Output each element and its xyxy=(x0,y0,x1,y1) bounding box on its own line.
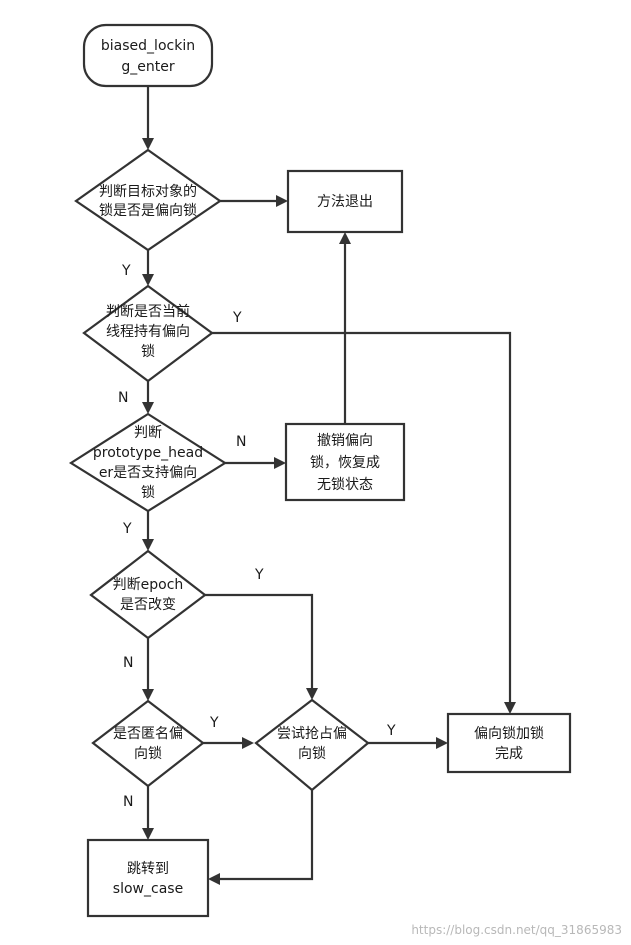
node-revoke-line-1: 撤销偏向 xyxy=(317,433,373,449)
edge-label-anonymous-y: Y xyxy=(209,715,219,731)
node-epoch-check-line-1: 判断epoch xyxy=(113,577,184,593)
arrowhead xyxy=(276,195,288,207)
node-anonymous-line-1: 是否匿名偏 xyxy=(113,726,183,742)
node-slow-case-line-2: slow_case xyxy=(113,881,183,897)
arrowhead xyxy=(142,402,154,414)
edge-label-owns-bias-n: N xyxy=(118,390,128,406)
node-proto-check: 判断 prototype_head er是否支持偏向 锁 xyxy=(68,412,228,513)
arrowhead xyxy=(142,539,154,551)
edge-label-epoch-check-y: Y xyxy=(254,567,264,583)
node-try-cas-line-1: 尝试抢占偏 xyxy=(277,725,347,742)
node-proto-check-line-2: prototype_head xyxy=(93,445,203,461)
node-start-line-2: g_enter xyxy=(121,59,174,75)
node-exit: 方法退出 xyxy=(286,169,404,234)
node-try-cas-line-2: 向锁 xyxy=(298,746,326,762)
node-proto-check-line-3: er是否支持偏向 xyxy=(99,465,197,481)
edge-epoch-check-to-try-cas xyxy=(205,593,314,690)
node-revoke-line-3: 无锁状态 xyxy=(317,477,373,493)
watermark: https://blog.csdn.net/qq_31865983 xyxy=(411,923,622,937)
node-slow-case-line-1: 跳转到 xyxy=(127,861,169,877)
node-revoke: 撤销偏向 锁，恢复成 无锁状态 xyxy=(284,422,406,502)
node-proto-check-line-4: 锁 xyxy=(141,485,155,501)
node-owns-bias-line-1: 判断是否当前 xyxy=(106,303,190,320)
edges xyxy=(142,86,516,885)
edge-label-owns-bias-y: Y xyxy=(232,310,242,326)
node-anonymous: 是否匿名偏 向锁 xyxy=(91,699,205,788)
node-is-biased: 判断目标对象的 锁是否是偏向锁 xyxy=(74,148,222,252)
node-is-biased-line-2: 锁是否是偏向锁 xyxy=(99,203,197,219)
edge-owns-bias-to-done xyxy=(212,331,512,704)
node-start: biased_lockin g_enter xyxy=(82,23,214,88)
node-revoke-line-2: 锁，恢复成 xyxy=(310,454,380,471)
arrowhead xyxy=(339,232,351,244)
arrowhead xyxy=(504,702,516,714)
node-done: 偏向锁加锁 完成 xyxy=(446,712,572,774)
edge-label-proto-check-y: Y xyxy=(122,521,132,537)
node-exit-line-1: 方法退出 xyxy=(317,194,373,210)
arrowhead xyxy=(242,737,254,749)
node-try-cas: 尝试抢占偏 向锁 xyxy=(254,698,370,792)
node-slow-case: 跳转到 slow_case xyxy=(86,838,210,918)
edge-try-cas-to-slow-case xyxy=(218,790,314,881)
node-start-line-1: biased_lockin xyxy=(101,38,195,54)
arrowhead xyxy=(142,274,154,286)
arrowhead xyxy=(142,138,154,150)
arrowhead xyxy=(436,737,448,749)
edge-label-anonymous-n: N xyxy=(123,794,133,810)
edge-label-try-cas-y: Y xyxy=(386,723,396,739)
node-owns-bias-line-2: 线程持有偏向 xyxy=(106,324,190,340)
edge-label-is-biased-y: Y xyxy=(121,263,131,279)
node-owns-bias-line-3: 锁 xyxy=(141,344,155,360)
node-done-line-1: 偏向锁加锁 xyxy=(474,726,544,742)
node-is-biased-line-1: 判断目标对象的 xyxy=(99,184,197,200)
node-epoch-check: 判断epoch 是否改变 xyxy=(89,549,207,640)
arrowhead xyxy=(208,873,220,885)
node-anonymous-line-2: 向锁 xyxy=(134,746,162,762)
node-proto-check-line-1: 判断 xyxy=(134,425,162,441)
node-epoch-check-line-2: 是否改变 xyxy=(120,597,176,613)
arrowhead xyxy=(274,457,286,469)
edge-labels: Y Y N N Y Y N Y N Y xyxy=(118,263,396,810)
edge-label-proto-check-n: N xyxy=(236,434,246,450)
arrowhead xyxy=(142,828,154,840)
edge-label-epoch-check-n: N xyxy=(123,655,133,671)
arrowhead xyxy=(306,688,318,700)
node-done-line-2: 完成 xyxy=(495,746,523,762)
arrowhead xyxy=(142,689,154,701)
node-owns-bias: 判断是否当前 线程持有偏向 锁 xyxy=(82,284,214,383)
